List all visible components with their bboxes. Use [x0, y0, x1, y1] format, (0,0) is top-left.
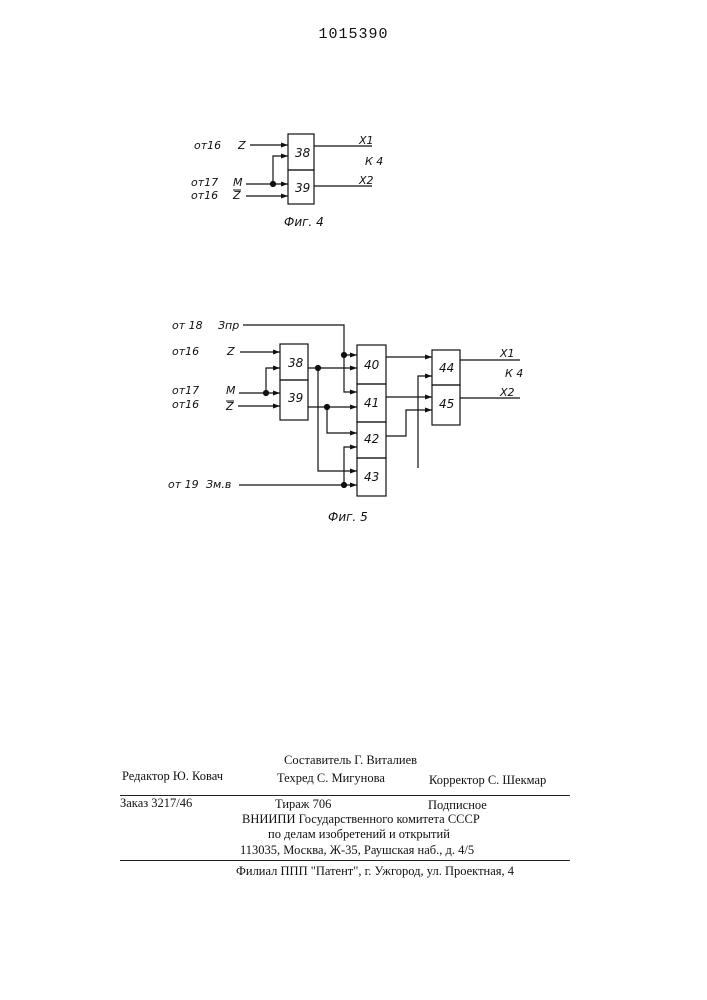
fig5-sig-zbar: Z [225, 400, 234, 413]
fig5-sig-zpr: Зпр [218, 319, 239, 332]
fig5-wire-42-45 [386, 410, 432, 436]
imprint-address: 113035, Москва, Ж-35, Раушская наб., д. … [240, 843, 474, 858]
imprint-order: Заказ 3217/46 [120, 796, 192, 811]
fig4-block-38-label: 38 [295, 146, 311, 160]
fig5-wire-43-44 [418, 376, 432, 468]
fig5-wire-m-branch [266, 368, 280, 393]
fig5-block-42-label: 42 [364, 432, 379, 446]
fig5-junction-m [264, 391, 269, 396]
fig5-dest-label: К 4 [505, 367, 523, 380]
fig4-x2-label: X2 [358, 174, 374, 187]
fig5-src-zpr: от 18 [172, 319, 203, 332]
fig5-src-zbar: от16 [172, 398, 199, 411]
fig5-block-39-label: 39 [288, 391, 303, 405]
fig5-src-zmb: от 19 [168, 478, 199, 491]
fig4-caption: Фиг. 4 [284, 215, 324, 229]
fig4-dest-label: К 4 [365, 155, 383, 168]
fig5-src-m: от17 [172, 384, 199, 397]
imprint-subscription: Подписное [428, 798, 487, 813]
fig5-wire-zpr-41 [344, 355, 357, 392]
imprint-editor: Редактор Ю. Ковач [122, 769, 223, 784]
imprint-compiler: Составитель Г. Виталиев [284, 753, 417, 768]
fig4-wire-m-branch [273, 156, 288, 184]
fig5-block-43-label: 43 [364, 470, 379, 484]
fig5-x2-label: X2 [499, 386, 515, 399]
fig4-x1-label: X1 [358, 134, 374, 147]
fig5-block-38-label: 38 [288, 356, 304, 370]
figure-5: 38 39 40 41 42 43 44 45 [168, 319, 523, 524]
fig4-src-z: от16 [194, 139, 221, 152]
fig5-sig-m: M [226, 384, 236, 397]
fig5-block-40-label: 40 [364, 358, 380, 372]
fig5-sig-z: Z [226, 345, 235, 358]
imprint-branch: Филиал ППП "Патент", г. Ужгород, ул. Про… [236, 864, 514, 879]
fig5-wire-zpr [243, 325, 357, 355]
fig4-sig-z: Z [237, 139, 246, 152]
fig5-src-z: от16 [172, 345, 199, 358]
imprint-techred: Техред С. Мигунова [277, 771, 385, 786]
fig5-junction-zmb [342, 483, 347, 488]
fig5-caption: Фиг. 5 [328, 510, 368, 524]
fig5-x1-label: X1 [499, 347, 515, 360]
fig5-block-41-label: 41 [364, 396, 379, 410]
fig5-block-44-label: 44 [439, 361, 454, 375]
imprint-rule-bottom [120, 860, 570, 861]
imprint-circulation: Тираж 706 [275, 797, 331, 812]
imprint-corrector: Корректор С. Шекмар [429, 773, 546, 788]
fig5-wire-zmb-42 [344, 447, 357, 485]
fig5-wire-38-43 [318, 368, 357, 471]
fig5-block-45-label: 45 [439, 397, 454, 411]
fig5-sig-zmb: Зм.в [206, 478, 231, 491]
fig4-block-39-label: 39 [295, 181, 310, 195]
figure-4: 38 39 от16 Z от17 M от16 Z X1 К 4 X2 Фиг… [191, 134, 383, 229]
fig4-sig-zbar: Z [232, 189, 241, 202]
fig5-junction-zpr [342, 353, 347, 358]
fig4-src-m: от17 [191, 176, 218, 189]
fig4-sig-m: M [233, 176, 243, 189]
fig4-src-zbar: от16 [191, 189, 218, 202]
imprint-org2: по делам изобретений и открытий [268, 827, 450, 842]
imprint-org1: ВНИИПИ Государственного комитета СССР [242, 812, 480, 827]
fig4-junction [271, 182, 276, 187]
fig5-wire-39-42 [327, 407, 357, 433]
